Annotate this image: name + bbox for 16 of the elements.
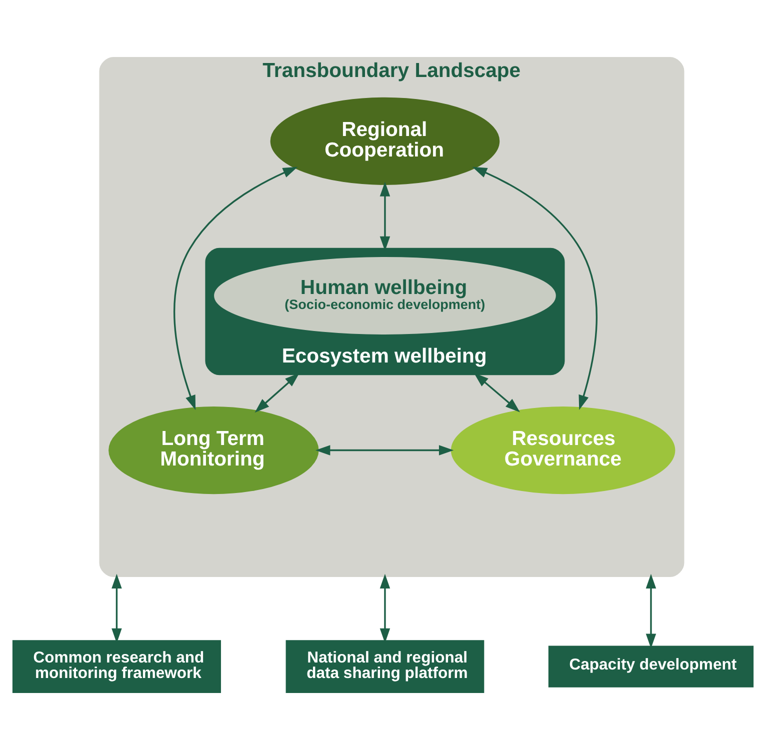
node-ellipse: Long Term Monitoring (108, 406, 319, 494)
node-ellipse: Resources Governance (450, 406, 676, 494)
arrow (646, 573, 656, 648)
node-box: Common research and monitoring framework (12, 640, 221, 693)
arrow (174, 166, 298, 410)
arrow (316, 444, 454, 455)
arrow (254, 372, 300, 412)
node-ellipse: Regional Cooperation (270, 96, 500, 184)
arrow (472, 166, 598, 410)
arrow (474, 372, 520, 412)
arrow (380, 573, 390, 643)
node-box: Capacity development (548, 645, 754, 687)
node-ellipse: Human wellbeing (Socio-economic development) (214, 256, 556, 334)
arrow (380, 181, 390, 250)
node-box: National and regional data sharing platform (286, 640, 484, 693)
arrow (112, 573, 122, 643)
